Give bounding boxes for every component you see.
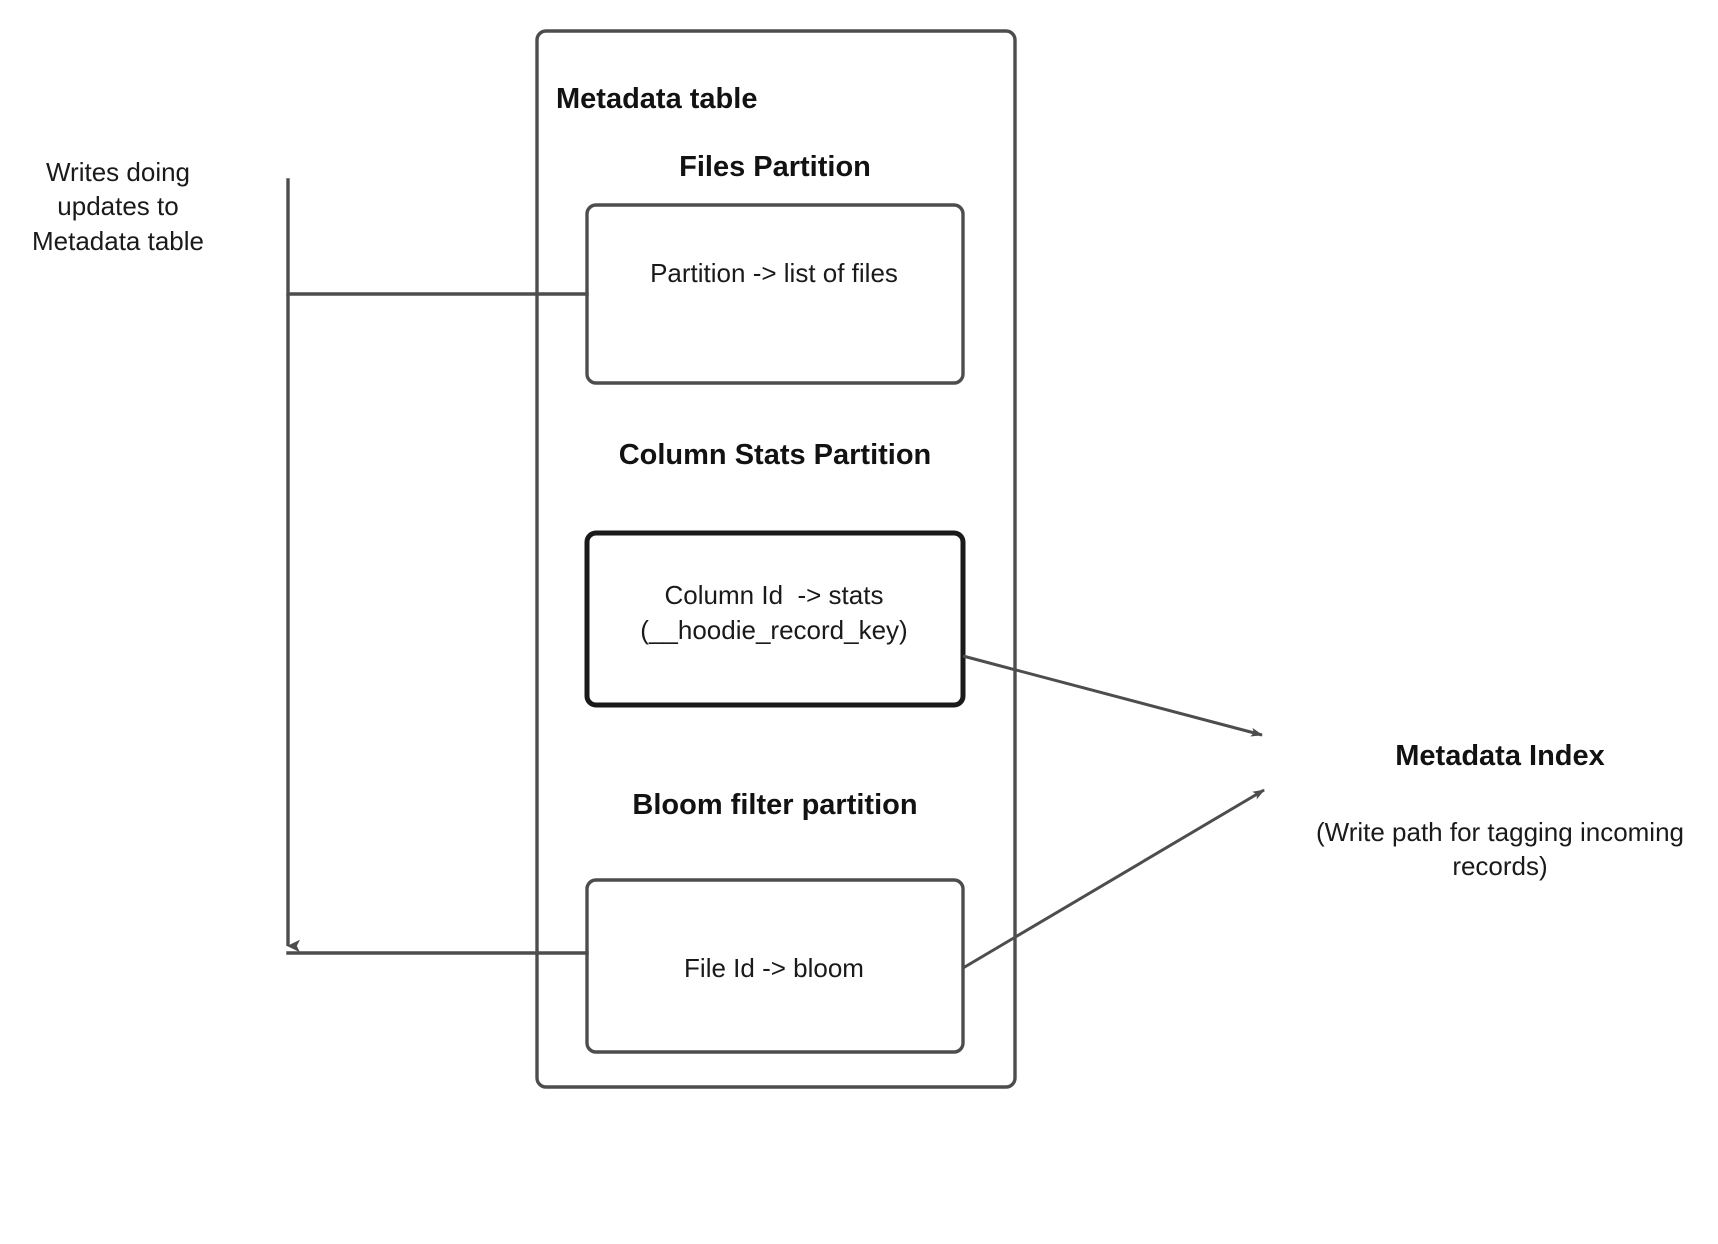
bloom-filter-partition-box-label: File Id -> bloom [684, 953, 864, 983]
writes-annotation-label: Writes doing updates to Metadata table [31, 157, 204, 256]
connector-writes-to-files [286, 178, 589, 296]
files-partition-box [585, 203, 965, 385]
connector-colstats-to-index [962, 654, 1263, 737]
metadata-table-container [535, 29, 1017, 1089]
column-stats-partition-heading: Column Stats Partition [618, 439, 932, 471]
metadata-index-note: (Write path for tagging incoming records… [1315, 817, 1692, 882]
metadata-table-title: Metadata table [556, 83, 758, 115]
metadata-index-title: Metadata Index [1395, 740, 1605, 772]
files-partition-box-label: Partition -> list of files [650, 258, 898, 288]
files-partition-heading: Files Partition [679, 151, 871, 183]
connector-bloom-to-index [962, 788, 1265, 970]
bloom-filter-partition-heading: Bloom filter partition [632, 789, 918, 821]
column-stats-partition-box-label: Column Id -> stats (__hoodie_record_key) [640, 580, 908, 646]
